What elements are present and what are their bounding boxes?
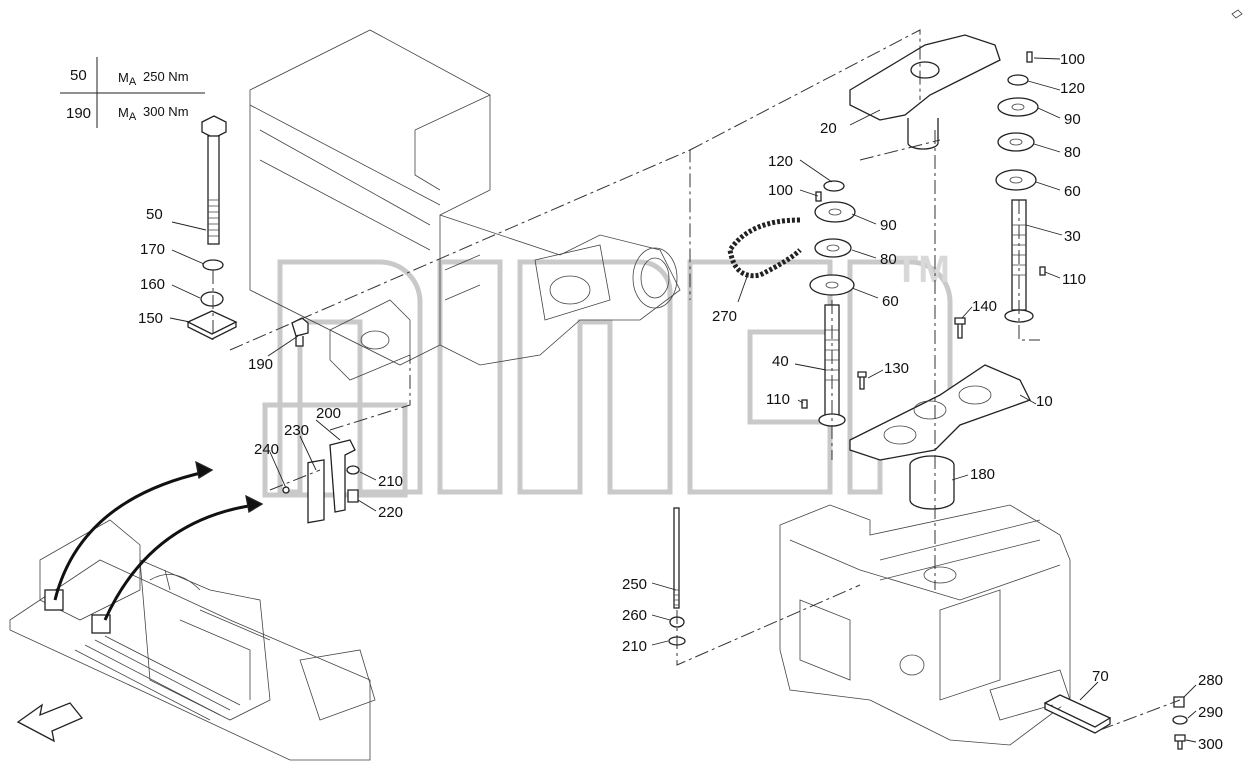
watermark-outline [262, 259, 953, 498]
plate-150 [186, 310, 238, 340]
label-160: 160 [140, 276, 165, 293]
plate-10 [849, 364, 1031, 461]
bracket-200 [282, 439, 360, 524]
label-220: 220 [378, 504, 403, 521]
label-300: 300 [1198, 736, 1223, 753]
label-100-left: 100 [768, 182, 793, 199]
label-270: 270 [712, 308, 737, 325]
ring-120-left [823, 180, 845, 192]
frame-beam [249, 29, 681, 381]
assembly-lines [212, 29, 1181, 731]
label-210-low: 210 [622, 638, 647, 655]
label-80-right: 80 [1064, 144, 1081, 161]
washer-170 [202, 259, 224, 271]
torque-row1-value: 250 Nm [143, 69, 189, 84]
paver-overview [9, 519, 376, 761]
label-110-right: 110 [1062, 271, 1086, 288]
label-70: 70 [1092, 668, 1109, 685]
label-60-right: 60 [1064, 183, 1081, 200]
bolt-190 [291, 317, 309, 347]
sprocket-60-left [809, 274, 855, 296]
nut-280 [1173, 696, 1185, 708]
plate-70 [1043, 694, 1112, 734]
label-150: 150 [138, 310, 163, 327]
label-140: 140 [972, 298, 997, 315]
label-260: 260 [622, 607, 647, 624]
torque-row2-part: 190 [66, 105, 91, 122]
torque-row1-part: 50 [70, 67, 87, 84]
label-240: 240 [254, 441, 279, 458]
label-120-right: 120 [1060, 80, 1085, 97]
label-170: 170 [140, 241, 165, 258]
bolt-130 [857, 371, 867, 390]
sprocket-80-left [814, 238, 852, 258]
locator-arrow-upper [53, 470, 206, 601]
label-10: 10 [1036, 393, 1053, 410]
bolt-300 [1174, 734, 1186, 750]
watermark-tm: TM [895, 249, 950, 291]
sprocket-90-left [814, 201, 856, 223]
label-50: 50 [146, 206, 163, 223]
nut-160 [200, 291, 224, 307]
label-250: 250 [622, 576, 647, 593]
label-230: 230 [284, 422, 309, 439]
chain-270 [727, 217, 802, 279]
torque-row2-symbol: MA [118, 105, 137, 123]
label-20: 20 [820, 120, 837, 137]
bolt-140 [954, 317, 966, 339]
bushing-180 [909, 455, 955, 510]
torque-row2-value: 300 Nm [143, 104, 189, 119]
pin-100-right [1026, 51, 1033, 63]
part-labels: 10 20 30 40 50 60 60 70 80 80 90 90 100 … [138, 51, 1223, 753]
label-80-left: 80 [880, 251, 897, 268]
pin-110-left [801, 399, 808, 409]
label-190: 190 [248, 356, 273, 373]
corner-mark-icon [1231, 9, 1243, 19]
label-280: 280 [1198, 672, 1223, 689]
label-30: 30 [1064, 228, 1081, 245]
bolt-50 [201, 115, 227, 245]
label-100-right: 100 [1060, 51, 1085, 68]
leader-lines [169, 57, 1197, 743]
washer-290 [1172, 715, 1188, 725]
pin-100-left [815, 191, 822, 202]
frame-main [779, 504, 1071, 746]
label-130: 130 [884, 360, 909, 377]
label-210-right: 210 [378, 473, 403, 490]
label-60-left: 60 [882, 293, 899, 310]
sprocket-60-right [995, 169, 1037, 191]
label-120-left: 120 [768, 153, 793, 170]
direction-arrow-icon [16, 702, 84, 743]
sprocket-90-right [997, 97, 1039, 117]
label-40: 40 [772, 353, 789, 370]
sprocket-80-right [997, 132, 1035, 152]
label-110-left: 110 [766, 391, 790, 408]
torque-table: 50 MA 250 Nm 190 MA 300 Nm [60, 57, 205, 128]
rod-250 [673, 507, 680, 609]
locator-arrow-lower [103, 503, 256, 621]
pin-110-right [1039, 266, 1046, 276]
label-90-left: 90 [880, 217, 897, 234]
torque-row1-symbol: MA [118, 70, 137, 88]
ring-120-right [1007, 74, 1029, 86]
label-200: 200 [316, 405, 341, 422]
label-90-right: 90 [1064, 111, 1081, 128]
label-180: 180 [970, 466, 995, 483]
label-290: 290 [1198, 704, 1223, 721]
